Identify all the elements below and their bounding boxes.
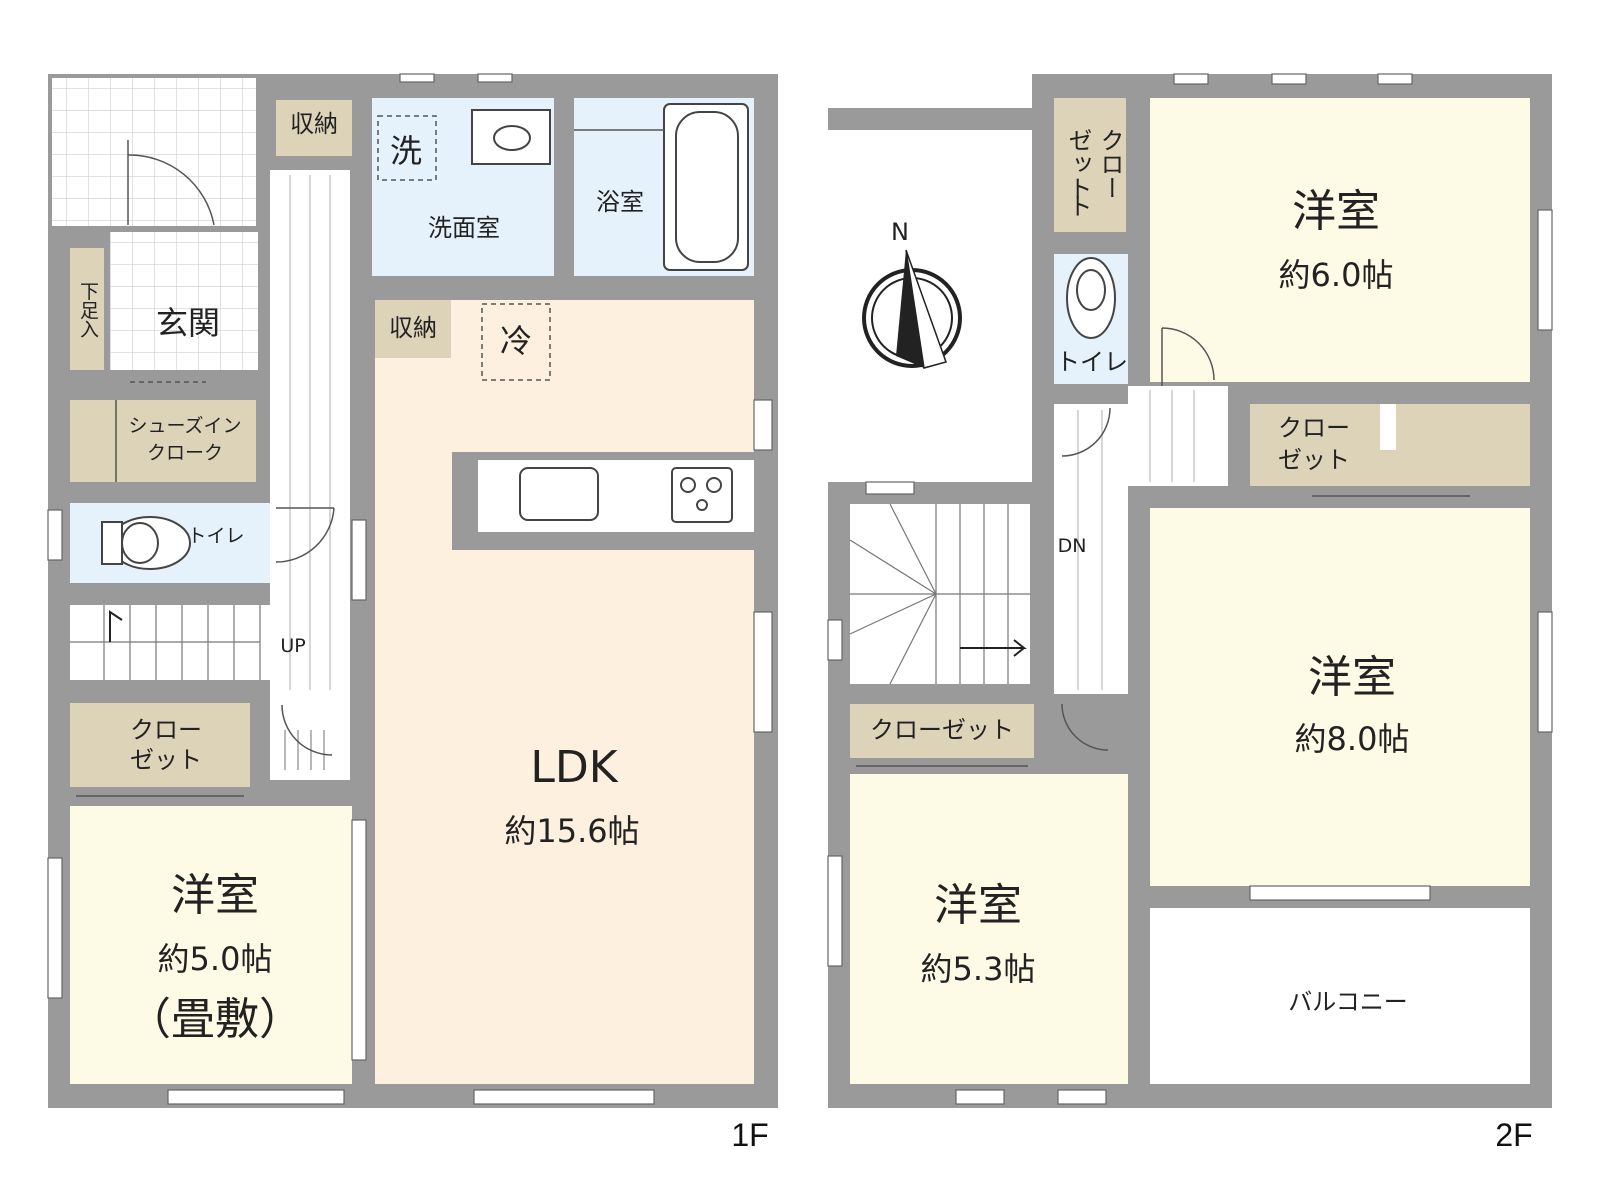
closet-low-label: クローゼット [870, 716, 1014, 744]
closet-top-col2: ゼット [1064, 128, 1092, 200]
toilet-2f-label: トイレ [1056, 348, 1128, 376]
closet-mid-label-1: クロー [1278, 414, 1350, 442]
room-a-size-label: 約6.0帖 [1279, 256, 1394, 294]
room-b-name-label: 洋室 [1308, 652, 1396, 703]
western-1f-name-label: 洋室 [171, 870, 259, 921]
entrance-label: 玄関 [156, 304, 220, 342]
storage-ldk [375, 300, 451, 358]
hallway-2f [1054, 404, 1128, 694]
shoe-closet-label-2: クローク [147, 442, 223, 464]
compass: N [862, 218, 962, 369]
entrance-floor [110, 232, 258, 370]
western-room-c [850, 774, 1128, 1084]
room-c-name-label: 洋室 [934, 880, 1022, 931]
floor-2f-label: 2F [1495, 1117, 1532, 1153]
western-1f-size-label: 約5.0帖 [158, 940, 273, 978]
shoe-box-label: 下足入 [77, 282, 99, 339]
closet-mid-label-2: ゼット [1278, 446, 1350, 474]
washroom-label: 洗面室 [428, 214, 500, 242]
ldk [375, 300, 754, 1084]
bathroom-label: 浴室 [596, 188, 644, 216]
closet-1f-label-1: クロー [130, 716, 202, 744]
western-room-a [1150, 98, 1530, 382]
floor-1f: 玄関 下足入 シューズイン クローク トイレ 収納 洗 洗面室 浴室 収納 冷 … [47, 73, 778, 1153]
western-1f-note-label: （畳敷） [127, 994, 303, 1045]
storage-top [276, 100, 352, 156]
ldk-size-label: 約15.6帖 [504, 812, 639, 850]
shoe-closet-label-1: シューズイン [128, 415, 241, 437]
porch [52, 78, 256, 226]
closet-top-2f [1054, 98, 1126, 232]
room-b-size-label: 約8.0帖 [1295, 720, 1410, 758]
storage-top-label: 収納 [290, 110, 338, 138]
wash-mark-label: 洗 [390, 132, 422, 170]
room-c-size-label: 約5.3帖 [921, 950, 1036, 988]
ldk-name-label: LDK [530, 742, 618, 793]
western-room-1f [70, 806, 352, 1084]
closet-top-col3: ト [1064, 194, 1092, 218]
dn-label: DN [1058, 535, 1087, 557]
toilet-1f-label: トイレ [187, 525, 244, 547]
shoe-closet [70, 400, 256, 482]
closet-1f-label-2: ゼット [130, 746, 202, 774]
storage-ldk-label: 収納 [389, 314, 437, 342]
compass-n-label: N [891, 218, 909, 246]
shoe-box [70, 248, 104, 370]
balcony [1150, 908, 1530, 1084]
floor-2f: N クロー ゼット ト トイレ DN 洋室 約6.0帖 クロー ゼット 洋室 約… [827, 73, 1553, 1153]
closet-top-col1: クロー [1096, 128, 1124, 200]
floor-1f-label: 1F [731, 1117, 768, 1153]
room-a-name-label: 洋室 [1292, 186, 1380, 237]
fridge-mark-label: 冷 [500, 322, 532, 360]
up-label: UP [280, 635, 305, 657]
closet-1f [70, 703, 250, 787]
balcony-label: バルコニー [1288, 988, 1408, 1016]
closet-low-2f [850, 704, 1034, 758]
western-room-b [1150, 508, 1530, 886]
